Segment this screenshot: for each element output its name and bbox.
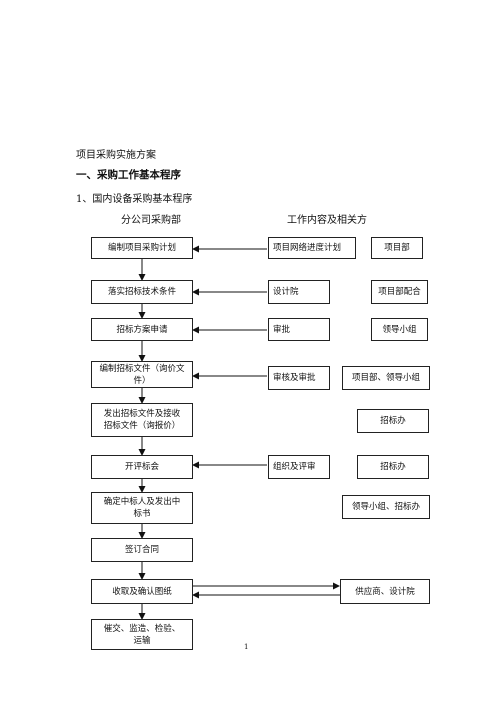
step-box-1: 编制项目采购计划 <box>91 237 193 259</box>
step-box-9: 收取及确认图纸 <box>91 579 193 604</box>
step-label: 确定中标人及发出中标书 <box>103 497 181 519</box>
party-label: 项目部 <box>384 243 410 253</box>
content-label: 组织及评审 <box>273 462 316 472</box>
step-box-3: 招标方案申请 <box>91 318 193 341</box>
step-label: 签订合同 <box>124 545 159 555</box>
party-label: 领导小组、招标办 <box>351 502 420 512</box>
step-box-8: 签订合同 <box>91 538 193 562</box>
step-label: 编制项目采购计划 <box>107 243 176 253</box>
content-label: 审核及审批 <box>273 373 316 383</box>
party-label: 项目部配合 <box>378 287 421 297</box>
step-label: 开评标会 <box>124 462 159 472</box>
party-label: 招标办 <box>380 462 406 472</box>
party-box-7: 领导小组、招标办 <box>342 495 430 519</box>
step-box-4: 编制招标文件（询价文件） <box>91 361 193 388</box>
subsection-heading: 1、国内设备采购基本程序 <box>76 194 193 205</box>
party-box-3: 领导小组 <box>371 318 428 341</box>
party-box-6: 招标办 <box>357 455 429 479</box>
party-label: 供应商、设计院 <box>355 586 415 597</box>
step-label: 收取及确认图纸 <box>112 586 172 597</box>
party-label: 领导小组 <box>382 324 417 335</box>
party-box-1: 项目部 <box>371 237 423 259</box>
content-label: 审批 <box>273 324 291 335</box>
step-label: 编制招标文件（询价文件） <box>99 363 185 386</box>
step-label: 招标方案申请 <box>116 324 168 335</box>
page-number: 1 <box>244 643 249 651</box>
step-box-2: 落实招标技术条件 <box>91 280 193 304</box>
step-box-5: 发出招标文件及接收招标文件（询报价） <box>91 403 193 437</box>
party-box-4: 项目部、领导小组 <box>342 366 430 390</box>
party-label: 项目部、领导小组 <box>351 373 420 383</box>
step-box-10: 催交、监造、检验、运输 <box>91 619 193 650</box>
step-label: 发出招标文件及接收招标文件（询报价） <box>103 409 181 431</box>
content-label: 项目网络进度计划 <box>273 243 342 253</box>
content-box-5: 组织及评审 <box>268 455 330 479</box>
step-box-6: 开评标会 <box>91 455 193 479</box>
document-title: 项目采购实施方案 <box>76 150 156 161</box>
content-box-2: 设计院 <box>268 280 330 304</box>
party-box-5: 招标办 <box>357 409 429 433</box>
section-heading: 一、采购工作基本程序 <box>76 169 181 181</box>
content-label: 设计院 <box>273 287 299 297</box>
column-header-content: 工作内容及相关方 <box>287 215 367 226</box>
step-label: 落实招标技术条件 <box>107 287 176 297</box>
content-box-3: 审批 <box>268 318 330 341</box>
step-box-7: 确定中标人及发出中标书 <box>91 492 193 524</box>
content-box-1: 项目网络进度计划 <box>268 237 356 259</box>
content-box-4: 审核及审批 <box>268 366 330 390</box>
party-box-8: 供应商、设计院 <box>340 579 430 604</box>
party-box-2: 项目部配合 <box>371 280 428 304</box>
party-label: 招标办 <box>380 416 406 426</box>
step-label: 催交、监造、检验、运输 <box>103 623 181 646</box>
column-header-procurement: 分公司采购部 <box>121 215 181 226</box>
